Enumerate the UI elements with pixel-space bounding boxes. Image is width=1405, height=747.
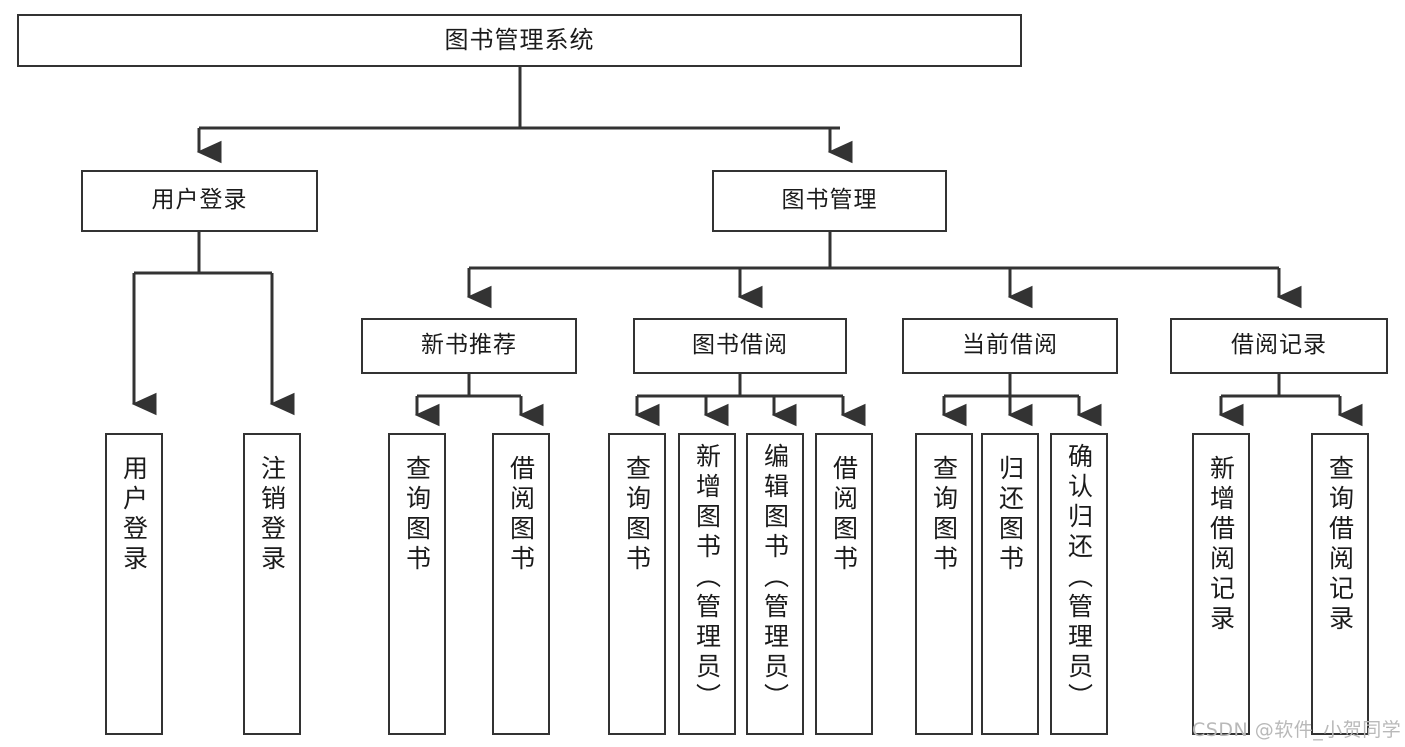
node-leaf-add-record[interactable]: 新增借阅记录 (1192, 433, 1250, 735)
node-leaf-query-book-2[interactable]: 查询图书 (608, 433, 666, 735)
node-leaf-query-record[interactable]: 查询借阅记录 (1311, 433, 1369, 735)
node-leaf-confirm-return[interactable]: 确认归还（管理员） (1050, 433, 1108, 735)
node-leaf-query-book-1[interactable]: 查询图书 (388, 433, 446, 735)
node-borrow-record[interactable]: 借阅记录 (1170, 318, 1388, 374)
node-new-book-recommend[interactable]: 新书推荐 (361, 318, 577, 374)
node-leaf-logout-login[interactable]: 注销登录 (243, 433, 301, 735)
node-leaf-borrow-book-1[interactable]: 借阅图书 (492, 433, 550, 735)
node-leaf-query-book-3[interactable]: 查询图书 (915, 433, 973, 735)
node-root-label: 图书管理系统 (444, 26, 595, 55)
node-book-manage[interactable]: 图书管理 (712, 170, 947, 232)
node-leaf-return-book-label: 归还图书 (995, 455, 1025, 575)
node-leaf-query-record-label: 查询借阅记录 (1325, 455, 1355, 635)
node-leaf-borrow-book-2-label: 借阅图书 (829, 455, 859, 575)
node-user-login[interactable]: 用户登录 (81, 170, 318, 232)
node-leaf-edit-book[interactable]: 编辑图书（管理员） (746, 433, 804, 735)
node-new-book-recommend-label: 新书推荐 (421, 332, 517, 359)
node-leaf-query-book-2-label: 查询图书 (622, 455, 652, 575)
node-leaf-add-record-label: 新增借阅记录 (1206, 455, 1236, 635)
node-leaf-query-book-1-label: 查询图书 (402, 455, 432, 575)
node-leaf-user-login-label: 用户登录 (119, 455, 149, 575)
node-leaf-borrow-book-1-label: 借阅图书 (506, 455, 536, 575)
node-root[interactable]: 图书管理系统 (17, 14, 1022, 67)
node-leaf-query-book-3-label: 查询图书 (929, 455, 959, 575)
node-leaf-user-login[interactable]: 用户登录 (105, 433, 163, 735)
node-leaf-borrow-book-2[interactable]: 借阅图书 (815, 433, 873, 735)
node-leaf-confirm-return-label: 确认归还（管理员） (1064, 443, 1094, 713)
node-current-borrow-label: 当前借阅 (962, 332, 1058, 359)
node-book-manage-label: 图书管理 (781, 187, 878, 214)
node-book-borrow[interactable]: 图书借阅 (633, 318, 847, 374)
node-leaf-add-book[interactable]: 新增图书（管理员） (678, 433, 736, 735)
node-user-login-label: 用户登录 (151, 187, 248, 214)
node-borrow-record-label: 借阅记录 (1231, 332, 1327, 359)
node-leaf-add-book-label: 新增图书（管理员） (692, 443, 722, 713)
node-leaf-logout-login-label: 注销登录 (257, 455, 287, 575)
node-leaf-return-book[interactable]: 归还图书 (981, 433, 1039, 735)
node-book-borrow-label: 图书借阅 (692, 332, 788, 359)
node-leaf-edit-book-label: 编辑图书（管理员） (760, 443, 790, 713)
node-current-borrow[interactable]: 当前借阅 (902, 318, 1118, 374)
watermark-credit: CSDN @软件_小贺同学 (1192, 719, 1402, 741)
